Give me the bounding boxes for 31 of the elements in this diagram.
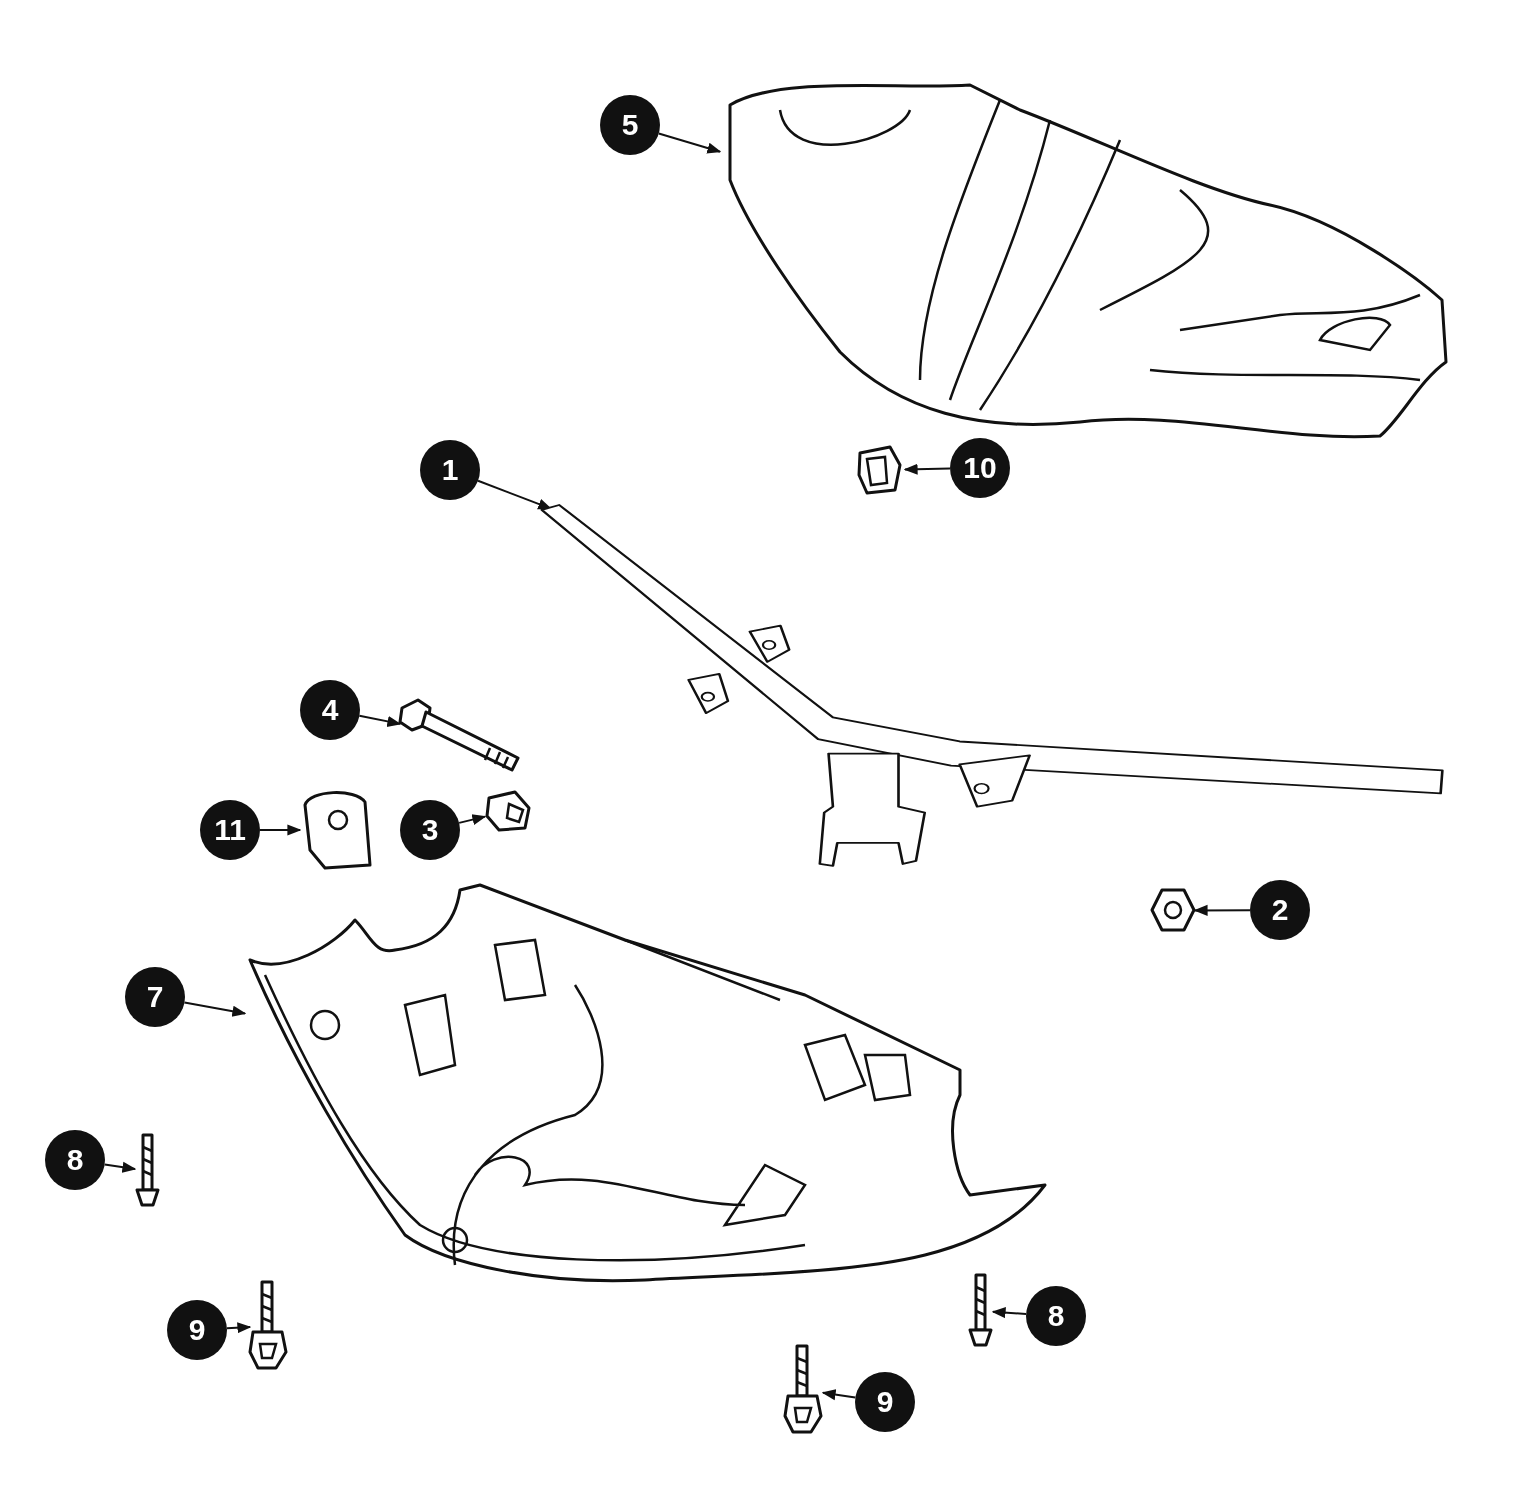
callout-number: 4	[300, 680, 360, 740]
handlebar-drawing	[540, 505, 1445, 870]
callout-number: 2	[1250, 880, 1310, 940]
leader-line	[821, 1389, 857, 1401]
screw-drawing	[968, 1275, 993, 1347]
callout-number: 9	[855, 1372, 915, 1432]
leader-line	[358, 714, 402, 727]
callout-number: 11	[200, 800, 260, 860]
bolt-drawing	[400, 700, 522, 772]
leader-line	[259, 824, 302, 836]
callout-number: 8	[1026, 1286, 1086, 1346]
clip-drawing	[485, 790, 531, 832]
leader-line	[225, 1322, 252, 1334]
callout-number: 10	[950, 438, 1010, 498]
callout-number: 7	[125, 967, 185, 1027]
callout-number: 5	[600, 95, 660, 155]
callout-number: 8	[45, 1130, 105, 1190]
nut-drawing	[1150, 888, 1195, 933]
leader-line	[991, 1307, 1028, 1319]
callout-number: 1	[420, 440, 480, 500]
leader-line	[458, 814, 487, 826]
screw-drawing	[135, 1135, 160, 1207]
screw-drawing	[785, 1346, 823, 1434]
callout-number: 3	[400, 800, 460, 860]
leader-line	[657, 132, 722, 154]
leader-line	[103, 1161, 137, 1173]
callout-number: 9	[167, 1300, 227, 1360]
leader-line	[1193, 904, 1251, 916]
screw-drawing	[250, 1282, 288, 1370]
leader-line	[903, 463, 951, 475]
leader-line	[183, 1001, 247, 1017]
